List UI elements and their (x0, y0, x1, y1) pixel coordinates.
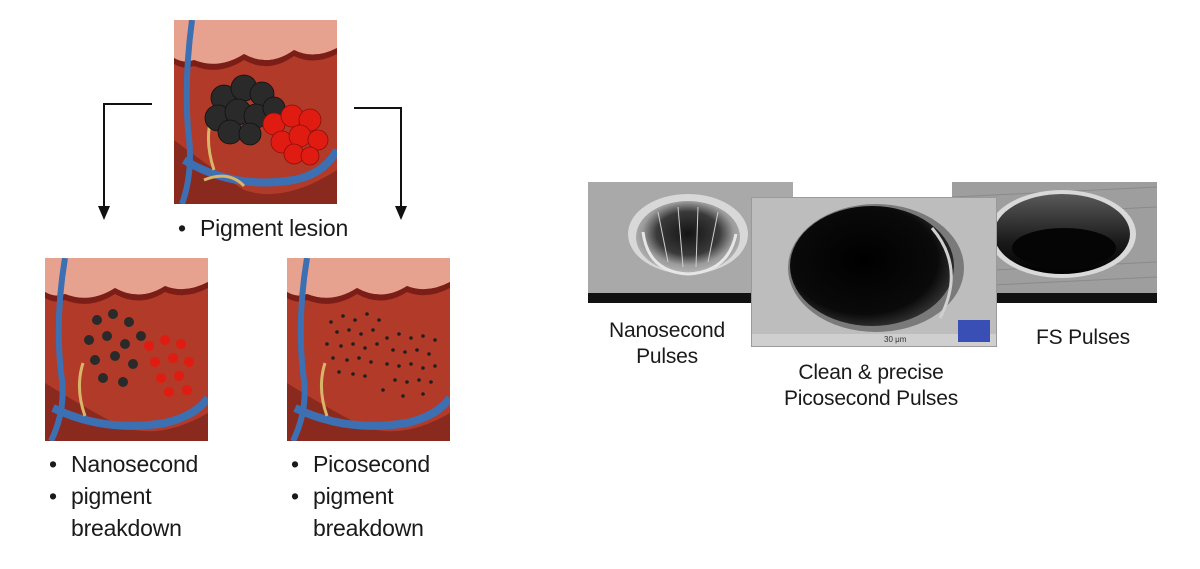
arrow-down-right-icon (354, 107, 402, 210)
picosecond-breakdown-image (287, 258, 450, 441)
picosecond-sem-image: 30 μm (752, 198, 996, 346)
scale-bar-label: 30 μm (884, 335, 907, 344)
nanosecond-breakdown-image (45, 258, 208, 441)
nanosecond-fragments (84, 309, 194, 397)
pigment-lesion-image (174, 20, 337, 204)
nanosecond-pulses-label: Nanosecond Pulses (609, 319, 725, 369)
pigment-lesion-caption: Pigment lesion (178, 212, 348, 244)
fs-pulses-label: FS Pulses (1036, 326, 1130, 349)
nanosecond-caption: Nanosecond pigment breakdown (49, 448, 198, 545)
picosecond-pulses-label: Clean & precise Picosecond Pulses (783, 361, 959, 411)
red-pigment-cluster (262, 104, 329, 166)
arrow-head-right (395, 206, 407, 220)
black-pigment-cluster (204, 74, 286, 146)
picosecond-caption: Picosecond pigment breakdown (291, 448, 430, 545)
picosecond-particles (325, 312, 437, 398)
arrow-down-left-icon (103, 103, 152, 210)
arrow-head-left (98, 206, 110, 220)
